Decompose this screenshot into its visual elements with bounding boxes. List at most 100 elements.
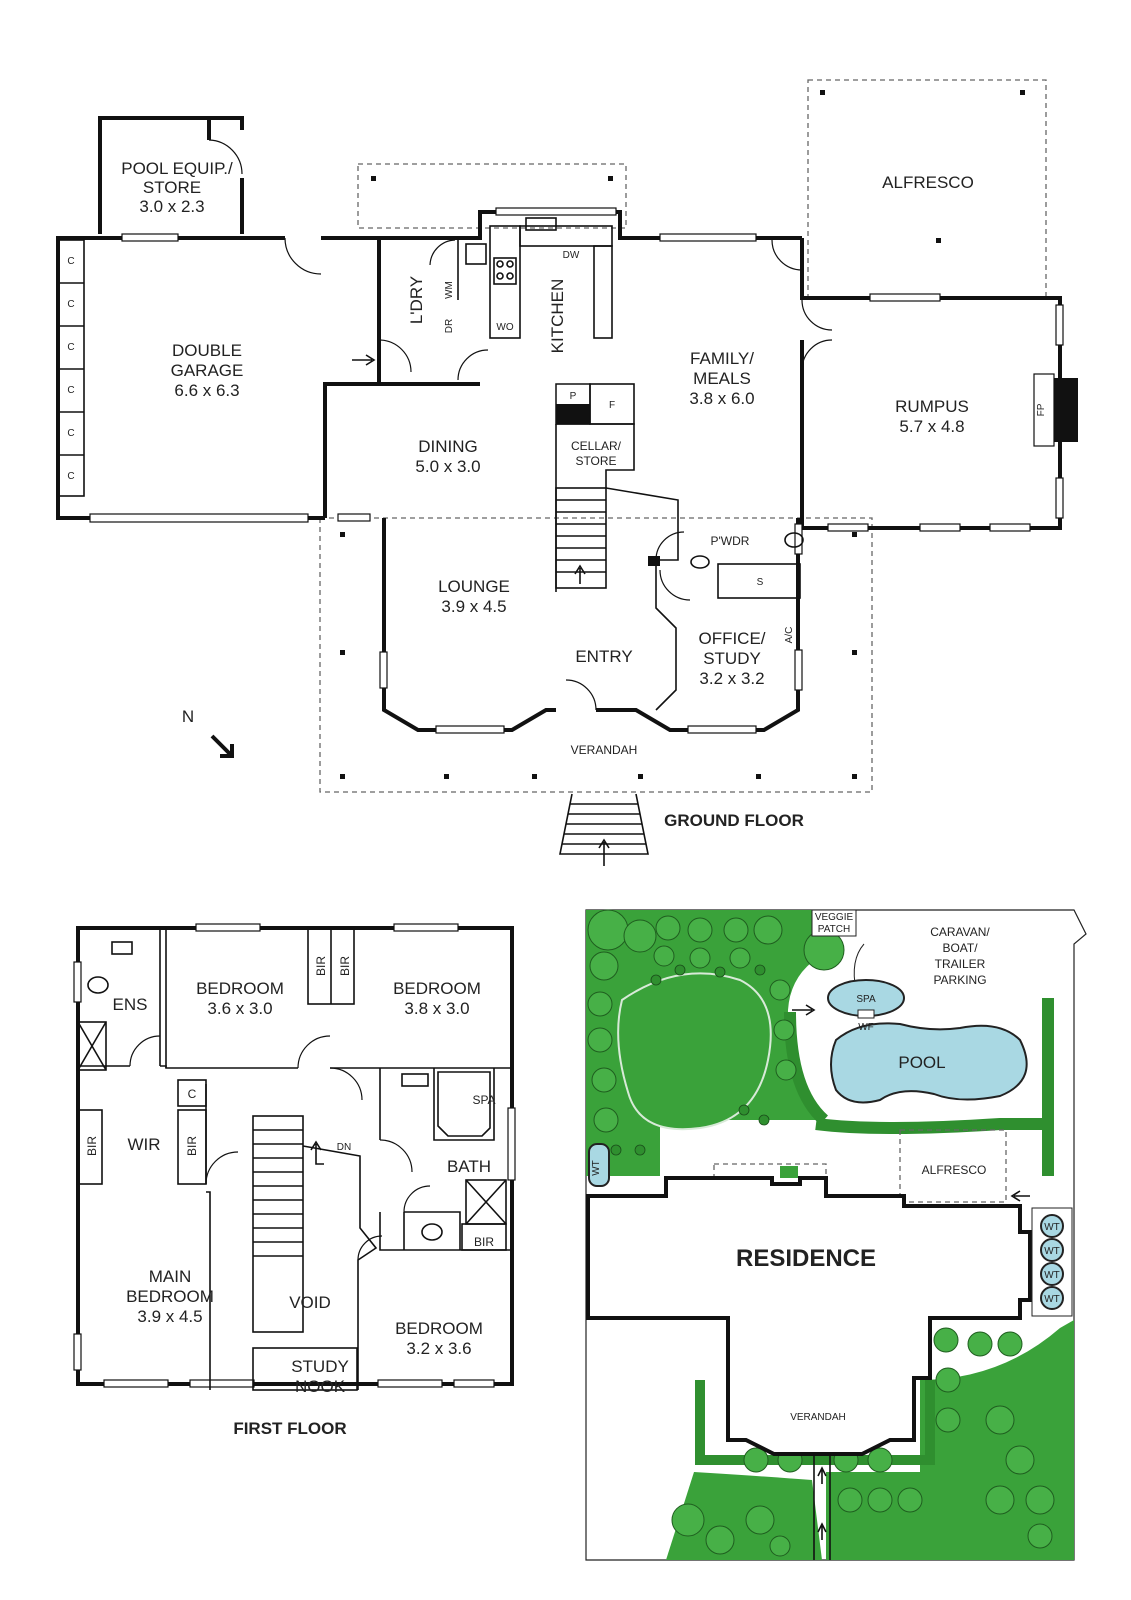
ens-toilet	[87, 976, 109, 994]
family-label: FAMILY/	[690, 349, 754, 368]
ens-basin	[111, 941, 133, 955]
planter-box	[780, 1166, 798, 1178]
boat-label: BOAT/	[942, 941, 978, 955]
fp-label: FP	[1036, 403, 1047, 416]
lounge-label: LOUNGE	[438, 577, 510, 596]
first-floor-doors	[129, 1035, 431, 1261]
dining-label: DINING	[418, 437, 478, 456]
parking-label: PARKING	[933, 973, 986, 987]
pool-store-size: 3.0 x 2.3	[139, 197, 204, 216]
pool-store-door	[208, 139, 243, 175]
cellar-label: CELLAR/	[571, 439, 622, 453]
stair-up-arrow	[574, 564, 586, 584]
kitchen-label: KITCHEN	[548, 279, 567, 354]
ac-label: A/C	[784, 627, 795, 644]
pwdr-basin	[690, 555, 710, 569]
ground-interior-walls	[378, 225, 801, 711]
site-pool	[830, 1022, 1028, 1104]
water-tanks	[588, 1143, 1073, 1317]
entry-arrow	[598, 838, 610, 866]
wt-label-4: WT	[1044, 1294, 1060, 1305]
cupboard-label-4: C	[67, 385, 74, 396]
dw-label: DW	[563, 250, 580, 261]
main-bedroom-label-2: BEDROOM	[126, 1287, 214, 1306]
ground-stairs	[556, 499, 606, 573]
site-verandah-label: VERANDAH	[790, 1412, 846, 1423]
bedroom1-label: BEDROOM	[196, 979, 284, 998]
bir-label-2: BIR	[338, 956, 352, 976]
ground-floor-title: GROUND FLOOR	[664, 811, 804, 830]
study-label: STUDY	[703, 649, 761, 668]
laundry-tub	[465, 243, 487, 265]
ens-label: ENS	[113, 995, 148, 1014]
veggie-patch	[811, 909, 857, 937]
pwdr-toilet	[784, 532, 804, 548]
lawn-path	[617, 972, 772, 1131]
bath-label: BATH	[447, 1157, 491, 1176]
site-spa-label: SPA	[856, 994, 876, 1005]
rumpus-walls	[800, 238, 1062, 530]
laundry-label: L'DRY	[407, 276, 426, 324]
verandah-label: VERANDAH	[571, 743, 638, 757]
wt-label-west: WT	[591, 1160, 602, 1176]
c-label: C	[188, 1087, 197, 1101]
garage-label-2: GARAGE	[171, 361, 244, 380]
step-lines	[562, 803, 646, 845]
site-shrubs	[610, 964, 770, 1156]
compass-label: N	[182, 707, 194, 726]
wt-label-2: WT	[1044, 1246, 1060, 1257]
path-arrow-1	[817, 1466, 827, 1484]
garage-cupboards	[57, 239, 85, 497]
first-floor-windows	[73, 923, 516, 1388]
site-trees	[587, 909, 1055, 1557]
wir-label: WIR	[127, 1135, 160, 1154]
void-label: VOID	[289, 1293, 331, 1312]
wm-label: WM	[444, 281, 455, 299]
family-size: 3.8 x 6.0	[689, 389, 754, 408]
cooktop	[493, 257, 517, 285]
bedroom2-size: 3.8 x 3.0	[404, 999, 469, 1018]
compass-arrow	[210, 734, 234, 758]
bir-label-4: BIR	[185, 1136, 199, 1156]
study-nook-label: STUDY	[291, 1357, 349, 1376]
dining-size: 5.0 x 3.0	[415, 457, 480, 476]
pool-arrow	[792, 1004, 816, 1016]
garage-label: DOUBLE	[172, 341, 242, 360]
bath-toilet	[421, 1223, 443, 1241]
bedroom3-size: 3.2 x 3.6	[406, 1339, 471, 1358]
patch-label: PATCH	[818, 924, 850, 935]
first-floor-plan	[73, 923, 516, 1391]
rumpus-size: 5.7 x 4.8	[899, 417, 964, 436]
verandah-hedge	[695, 1380, 935, 1465]
wt-label-1: WT	[1044, 1222, 1060, 1233]
bir-label-1: BIR	[314, 956, 328, 976]
office-size: 3.2 x 3.2	[699, 669, 764, 688]
main-bedroom-size: 3.9 x 4.5	[137, 1307, 202, 1326]
cupboard-label-1: C	[67, 256, 74, 267]
spa-label: SPA	[472, 1093, 495, 1107]
cupboard-label-3: C	[67, 342, 74, 353]
alfresco-arrow	[1010, 1190, 1030, 1202]
cupboard-label-5: C	[67, 428, 74, 439]
dn-label: DN	[337, 1142, 351, 1153]
site-alfresco-outline	[899, 1129, 1007, 1203]
garage-door-window	[89, 513, 309, 523]
bedroom3-label: BEDROOM	[395, 1319, 483, 1338]
wo-label: WO	[496, 322, 513, 333]
pantry-label: P	[570, 391, 577, 402]
bedroom2-label: BEDROOM	[393, 979, 481, 998]
veggie-label: VEGGIE	[815, 912, 854, 923]
garage-size: 6.6 x 6.3	[174, 381, 239, 400]
path-arrow-2	[817, 1522, 827, 1540]
entry-label: ENTRY	[575, 647, 632, 666]
site-plan	[585, 909, 1087, 1561]
fireplace	[1052, 378, 1078, 442]
rumpus-label: RUMPUS	[895, 397, 969, 416]
lounge-size: 3.9 x 4.5	[441, 597, 506, 616]
verandah-posts	[340, 90, 1025, 779]
pool-store-walls	[98, 116, 244, 234]
waterfall	[857, 1009, 875, 1019]
pool-hedge	[815, 1118, 1054, 1176]
office-bay-walls	[596, 518, 800, 732]
